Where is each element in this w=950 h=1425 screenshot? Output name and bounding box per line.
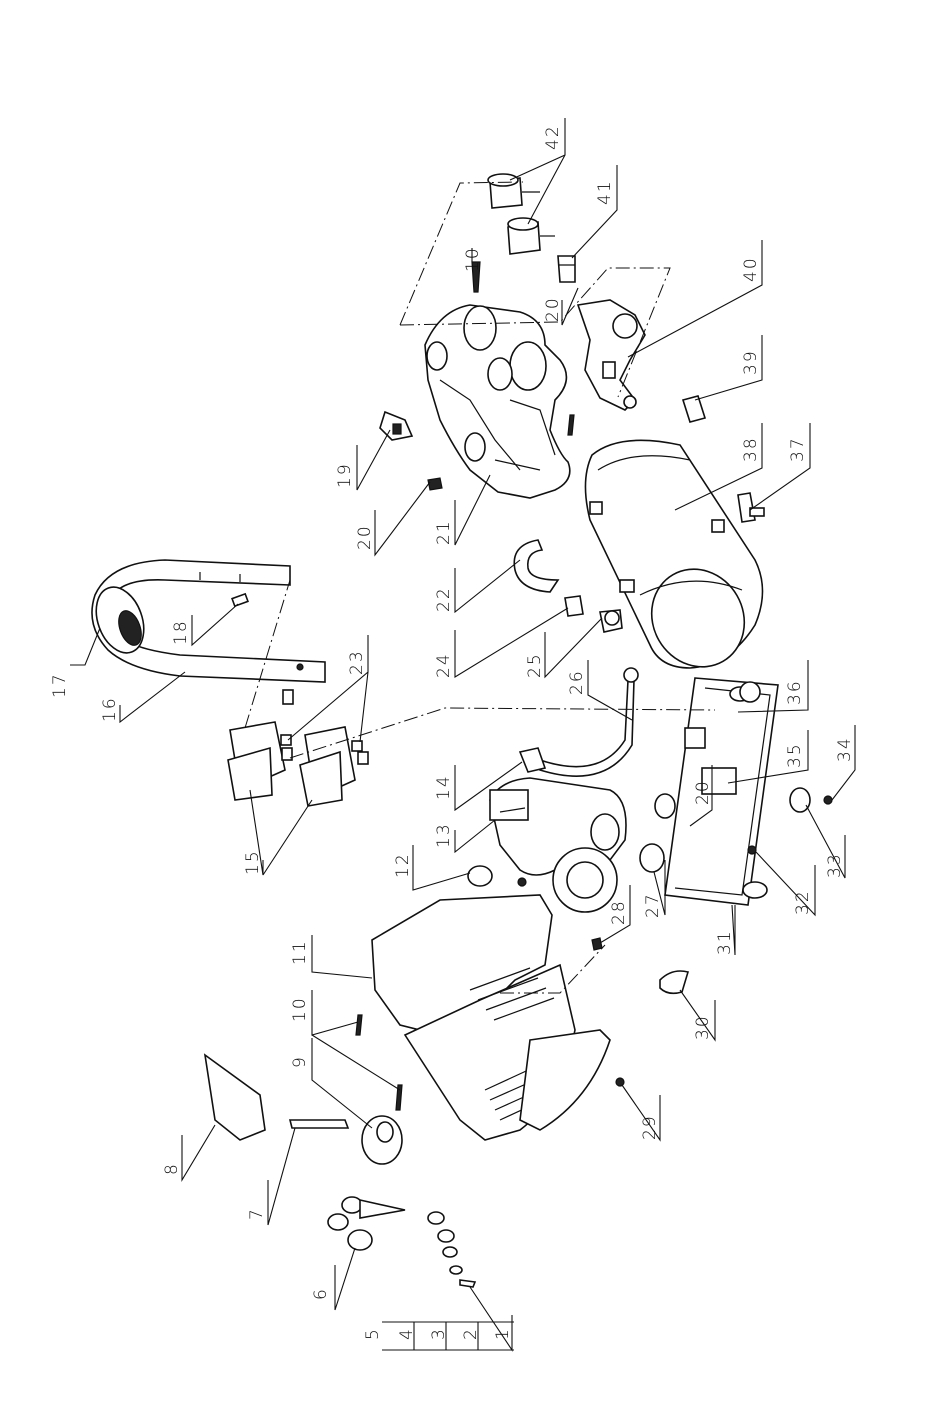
- clip-30: [660, 971, 688, 993]
- callout-18: 18: [171, 619, 191, 645]
- leader-11: [312, 935, 372, 978]
- callout-26: 26: [567, 669, 587, 695]
- callout-13: 13: [434, 822, 454, 848]
- fitting-41: [558, 256, 575, 282]
- leader-9: [312, 1038, 372, 1128]
- callout-19: 19: [335, 462, 355, 488]
- accessories-6: [328, 1197, 405, 1250]
- pressure-switch-19: [380, 412, 412, 440]
- leader-41: [572, 165, 617, 258]
- side-panel-29: [520, 1030, 624, 1130]
- rear-shroud-21: [425, 305, 570, 498]
- callout-10a: 10: [290, 996, 310, 1022]
- callout-3: 3: [429, 1327, 449, 1340]
- washer-32: [748, 846, 756, 854]
- leader-8: [182, 1125, 215, 1180]
- callout-20b: 20: [693, 779, 713, 805]
- foot-33: [790, 788, 832, 812]
- leader-24: [455, 608, 568, 677]
- callout-34: 34: [835, 736, 855, 762]
- filter-12: [468, 866, 526, 886]
- callout-28: 28: [609, 899, 629, 925]
- leader-13: [455, 820, 495, 852]
- callout-16: 16: [100, 696, 120, 722]
- leader-19: [357, 430, 390, 490]
- screws-10: [356, 1015, 402, 1110]
- leader-22: [455, 560, 520, 612]
- callout-15: 15: [243, 849, 263, 875]
- callout-27: 27: [643, 892, 663, 918]
- callout-6: 6: [311, 1287, 331, 1300]
- callout-2: 2: [461, 1327, 481, 1340]
- callout-41: 41: [595, 179, 615, 205]
- callout-39: 39: [741, 349, 761, 375]
- callout-11: 11: [290, 939, 310, 965]
- safety-valve-25: [600, 610, 622, 632]
- leader-20a: [375, 482, 430, 555]
- handle: [88, 560, 325, 682]
- callout-21: 21: [434, 519, 454, 545]
- valve-24: [565, 596, 583, 616]
- callout-12: 12: [393, 852, 413, 878]
- callout-40: 40: [741, 256, 761, 282]
- callout-24: 24: [434, 652, 454, 678]
- callout-20c: 20: [543, 296, 563, 322]
- leader-37: [750, 423, 810, 510]
- hose-22: [514, 540, 558, 592]
- callout-23: 23: [347, 649, 367, 675]
- leader-6: [335, 1248, 355, 1310]
- leader-12: [413, 845, 470, 890]
- tube-26: [540, 680, 634, 776]
- callout-36: 36: [785, 679, 805, 705]
- fitting-39: [683, 396, 705, 422]
- leader-21: [455, 475, 490, 545]
- screw-20-a: [428, 478, 442, 490]
- callout-14: 14: [434, 774, 454, 800]
- callout-7: 7: [247, 1207, 267, 1220]
- air-filter-9: [362, 1116, 402, 1164]
- air-tank-38: [585, 440, 762, 683]
- callout-31: 31: [715, 929, 735, 955]
- base-plate-31: [665, 678, 778, 905]
- fitting-14: [520, 748, 545, 772]
- callout-1: 1: [493, 1327, 513, 1340]
- callout-42: 42: [543, 124, 563, 150]
- callout-8: 8: [162, 1162, 182, 1175]
- callout-10b: 10: [463, 246, 483, 272]
- leader-17: [70, 628, 100, 665]
- callout-38: 38: [741, 436, 761, 462]
- leader-26: [588, 660, 632, 720]
- callout-9: 9: [290, 1055, 310, 1068]
- leader-18: [192, 604, 238, 645]
- leader-25: [545, 618, 602, 677]
- leader-20c: [562, 288, 578, 325]
- nozzles-1-5: [428, 1212, 475, 1287]
- callout-29: 29: [640, 1114, 660, 1140]
- pressure-gauges-42: [488, 174, 555, 254]
- callout-25: 25: [525, 652, 545, 678]
- callout-32: 32: [793, 889, 813, 915]
- callout-30: 30: [693, 1014, 713, 1040]
- leader-7: [268, 1128, 295, 1225]
- callout-33: 33: [825, 852, 845, 878]
- strip-7: [290, 1120, 348, 1128]
- callout-4: 4: [397, 1327, 417, 1340]
- screw-20-b: [568, 415, 574, 435]
- assembly-line-c: [245, 580, 290, 728]
- motor-pump-13: [490, 778, 626, 912]
- leader-16: [120, 672, 185, 722]
- callout-5: 5: [363, 1327, 383, 1340]
- callout-35: 35: [785, 742, 805, 768]
- callout-37: 37: [788, 436, 808, 462]
- drain-valve-37: [738, 493, 764, 522]
- callout-20a: 20: [355, 524, 375, 550]
- handle-bolt-18: [232, 594, 293, 704]
- handle-brackets: [228, 722, 368, 806]
- callout-22: 22: [434, 586, 454, 612]
- callout-17: 17: [50, 672, 70, 698]
- screw-28: [592, 938, 602, 950]
